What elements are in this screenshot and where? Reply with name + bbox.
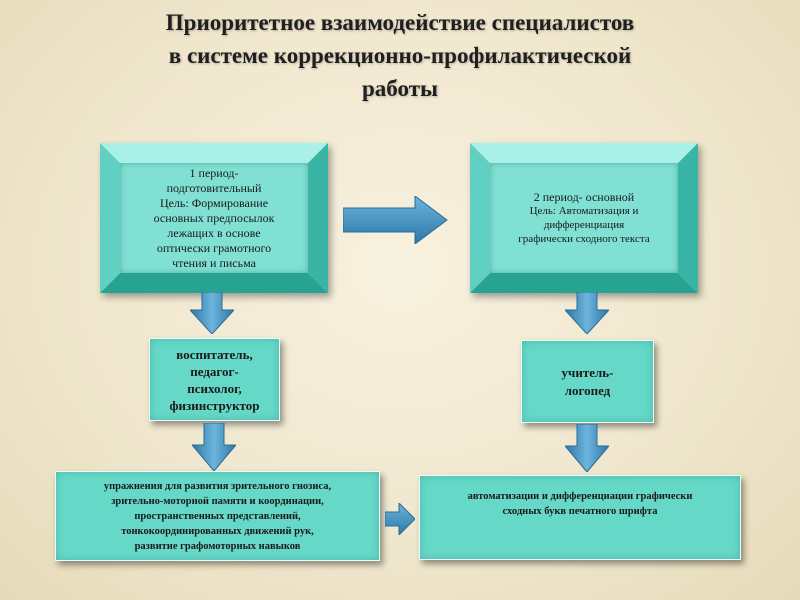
period-1-line: лежащих в основе xyxy=(167,225,261,240)
period-1-line: Цель: Формирование xyxy=(159,195,269,210)
specialists-right-box: учитель- логопед xyxy=(521,340,654,423)
specialists-left-box: воспитатель, педагог- психолог, физинстр… xyxy=(149,338,280,421)
period-1-line: основных предпосылок xyxy=(153,210,275,225)
period-1-text: 1 период- подготовительный Цель: Формиро… xyxy=(120,163,308,273)
period-1-line: чтения и письма xyxy=(172,255,256,270)
specialist-line: физинструктор xyxy=(169,397,260,413)
activity-line: развитие графомоторных навыков xyxy=(134,540,301,552)
slide-title: Приоритетное взаимодействие специалистов… xyxy=(60,6,740,105)
period-2-line: графически сходного текста xyxy=(518,233,650,245)
arrow-down-icon xyxy=(190,292,234,334)
specialist-line: педагог- xyxy=(190,363,239,379)
arrow-right-icon xyxy=(343,196,448,244)
activity-line: сходных букв печатного шрифта xyxy=(502,506,658,517)
activity-line: тонкокоординированных движений рук, xyxy=(121,525,314,537)
specialist-line: логопед xyxy=(564,382,611,398)
activities-right-box: автоматизации и дифференциации графическ… xyxy=(419,475,741,560)
arrow-right-icon xyxy=(385,503,415,535)
period-1-line: оптически грамотного xyxy=(156,240,272,255)
specialist-line: учитель- xyxy=(561,364,614,380)
period-1-line: подготовительный xyxy=(166,180,262,195)
arrow-down-icon xyxy=(192,423,236,471)
period-2-line: дифференциация xyxy=(543,219,625,231)
title-line: работы xyxy=(362,76,438,101)
period-2-line: 2 период- основной xyxy=(533,190,635,204)
period-2-box: 2 период- основной Цель: Автоматизация и… xyxy=(470,143,698,293)
activity-line: упражнения для развития зрительного гноз… xyxy=(103,480,332,492)
period-1-box: 1 период- подготовительный Цель: Формиро… xyxy=(100,143,328,293)
title-line: в системе коррекционно-профилактической xyxy=(168,43,632,68)
specialist-line: воспитатель, xyxy=(176,346,253,362)
activity-line: автоматизации и дифференциации графическ… xyxy=(467,491,693,502)
title-line: Приоритетное взаимодействие специалистов xyxy=(165,10,635,35)
period-1-line: 1 период- xyxy=(189,165,239,180)
period-2-line: Цель: Автоматизация и xyxy=(529,205,639,217)
specialist-line: психолог, xyxy=(187,380,242,396)
arrow-down-icon xyxy=(565,424,609,472)
activity-line: пространственных представлений, xyxy=(134,510,301,522)
activities-left-box: упражнения для развития зрительного гноз… xyxy=(55,471,380,561)
arrow-down-icon xyxy=(565,292,609,334)
activity-line: зрительно-моторной памяти и координации, xyxy=(111,495,324,507)
period-2-text: 2 период- основной Цель: Автоматизация и… xyxy=(490,163,678,273)
